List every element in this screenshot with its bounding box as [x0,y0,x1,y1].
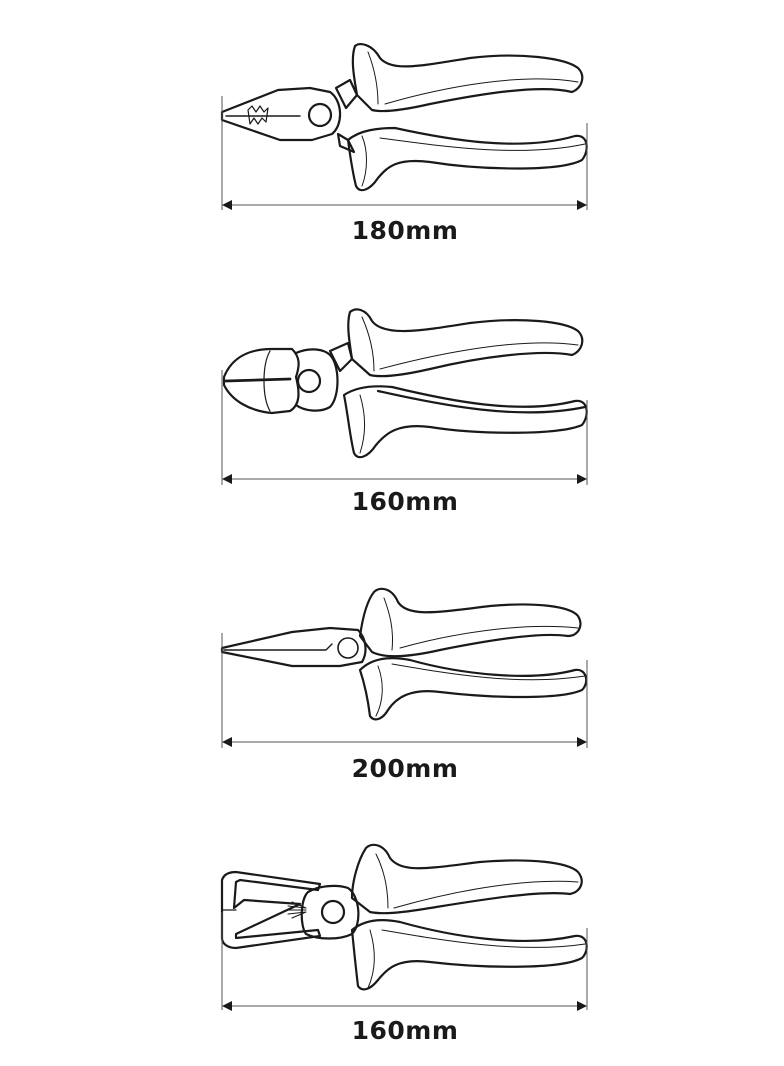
dimension-line [221,633,588,748]
pliers-item-combination: 180mm [0,0,784,260]
pliers-item-wire-stripper: 160mm [0,830,784,1066]
dimension-label: 180mm [351,216,459,245]
pliers-item-long-nose: 200mm [0,570,784,795]
diagonal-cutter-pliers-icon [221,308,588,485]
dimension-line [221,370,588,485]
combination-pliers-icon [220,43,588,210]
dimension-line [221,96,588,210]
dimension-label: 200mm [351,754,459,783]
long-nose-pliers-icon [220,587,588,748]
pliers-item-diagonal-cutter: 160mm [0,265,784,530]
dimension-label: 160mm [351,487,459,516]
dimension-label: 160mm [351,1016,459,1045]
wire-stripping-pliers-icon [220,843,588,1011]
dimension-line [221,912,588,1010]
